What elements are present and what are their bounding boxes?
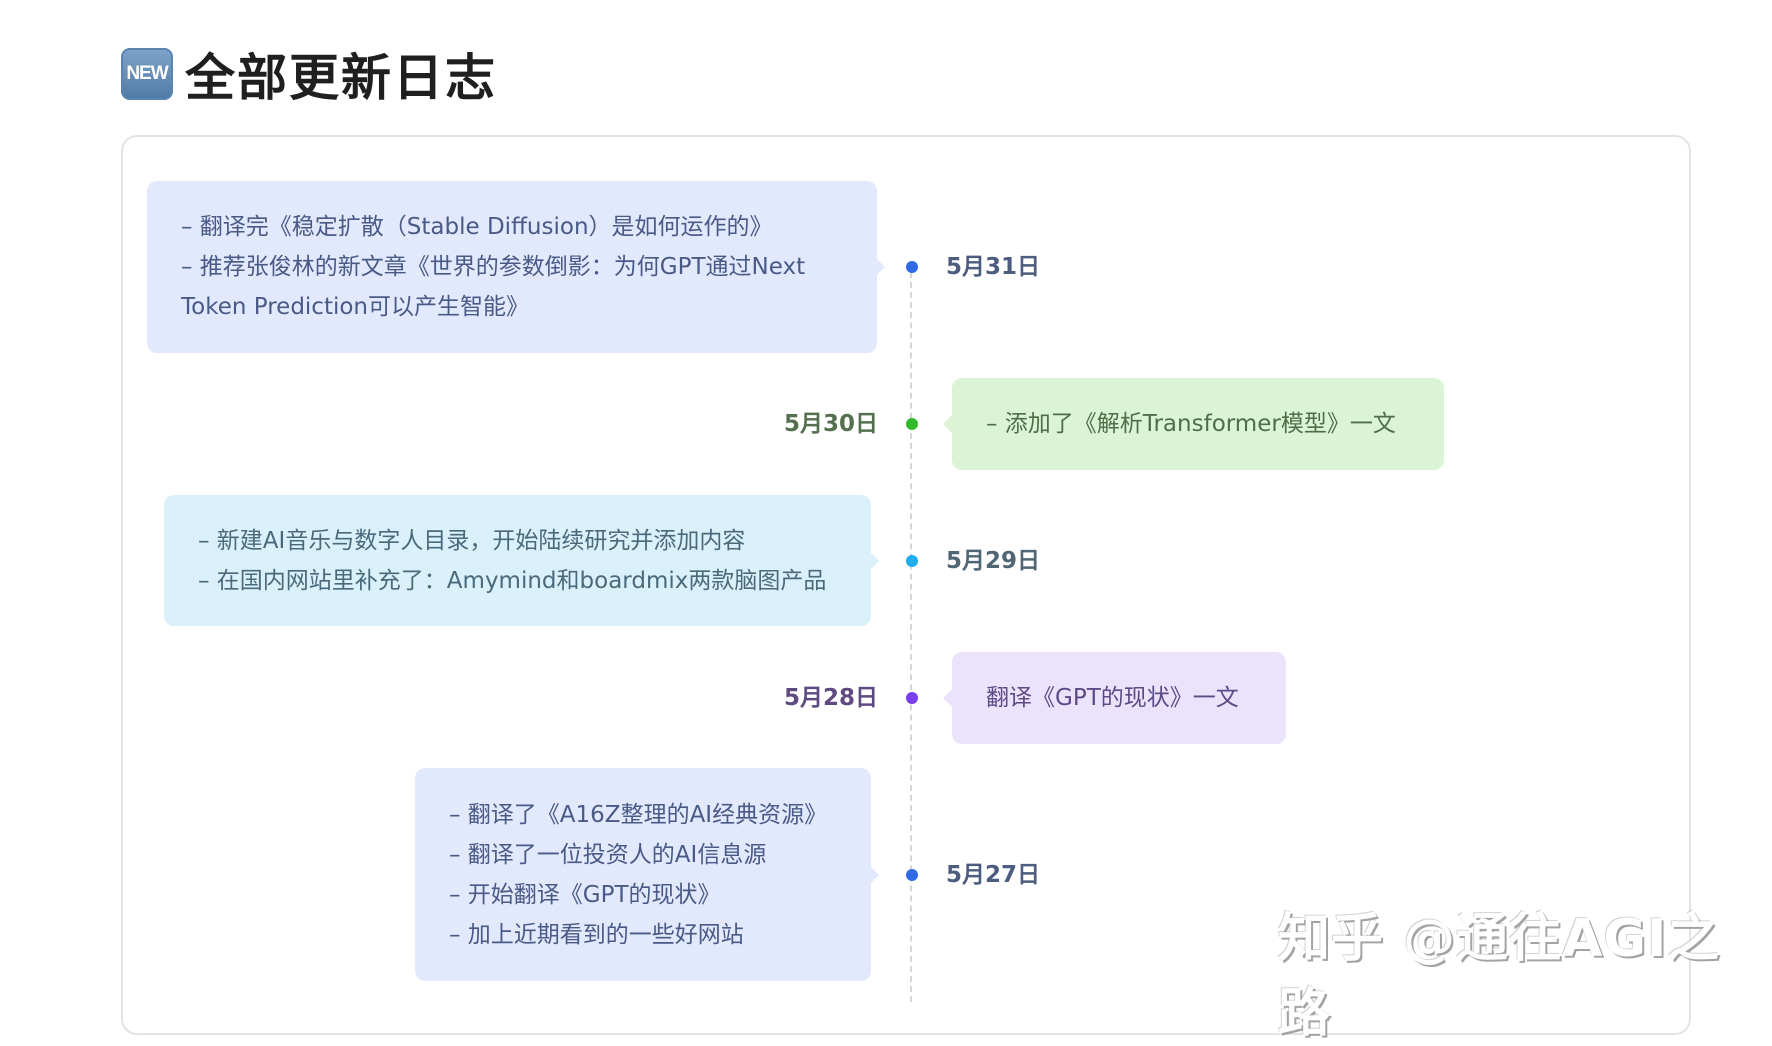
changelog-entry-0528: 翻译《GPT的现状》一文 xyxy=(943,652,1286,744)
changelog-entry-0527: – 翻译了《A16Z整理的AI经典资源》 – 翻译了一位投资人的AI信息源 – … xyxy=(415,768,879,981)
entry-line: – 开始翻译《GPT的现状》 xyxy=(449,881,721,908)
changelog-entry-0530: – 添加了《解析Transformer模型》一文 xyxy=(943,378,1444,470)
timeline-line xyxy=(910,262,912,1002)
page-header: NEW 全部更新日志 xyxy=(121,38,497,110)
page-title: 全部更新日志 xyxy=(185,49,497,107)
changelog-entry-0531: – 翻译完《稳定扩散（Stable Diffusion）是如何运作的》 – 推荐… xyxy=(147,181,885,353)
entry-line: – 翻译了一位投资人的AI信息源 xyxy=(449,841,767,868)
entry-line: – 翻译完《稳定扩散（Stable Diffusion）是如何运作的》 xyxy=(181,214,773,240)
timeline-dot-green xyxy=(906,418,918,430)
entry-line: Token Prediction可以产生智能》 xyxy=(181,294,530,320)
timeline-dot-blue xyxy=(906,869,918,881)
timeline-dot-purple xyxy=(906,692,918,704)
entry-line: – 在国内网站里补充了：Amymind和boardmix两款脑图产品 xyxy=(198,567,827,594)
entry-line: – 新建AI音乐与数字人目录，开始陆续研究并添加内容 xyxy=(198,527,746,554)
entry-line: – 添加了《解析Transformer模型》一文 xyxy=(986,411,1396,437)
entry-date: 5月27日 xyxy=(946,862,1041,888)
new-badge-icon: NEW xyxy=(121,48,173,100)
entry-date: 5月29日 xyxy=(946,548,1041,574)
entry-line: 翻译《GPT的现状》一文 xyxy=(986,685,1239,711)
changelog-entry-0529: – 新建AI音乐与数字人目录，开始陆续研究并添加内容 – 在国内网站里补充了：A… xyxy=(164,495,879,626)
entry-date: 5月28日 xyxy=(783,685,878,711)
timeline-dot-blue xyxy=(906,261,918,273)
timeline-dot-cyan xyxy=(906,555,918,567)
entry-line: – 加上近期看到的一些好网站 xyxy=(449,921,744,948)
entry-date: 5月30日 xyxy=(783,411,878,437)
entry-line: – 翻译了《A16Z整理的AI经典资源》 xyxy=(449,801,828,828)
zhihu-watermark: 知乎 @通往AGI之路 xyxy=(1278,909,1721,1044)
entry-date: 5月31日 xyxy=(946,254,1041,280)
entry-line: – 推荐张俊林的新文章《世界的参数倒影：为何GPT通过Next xyxy=(181,254,806,280)
